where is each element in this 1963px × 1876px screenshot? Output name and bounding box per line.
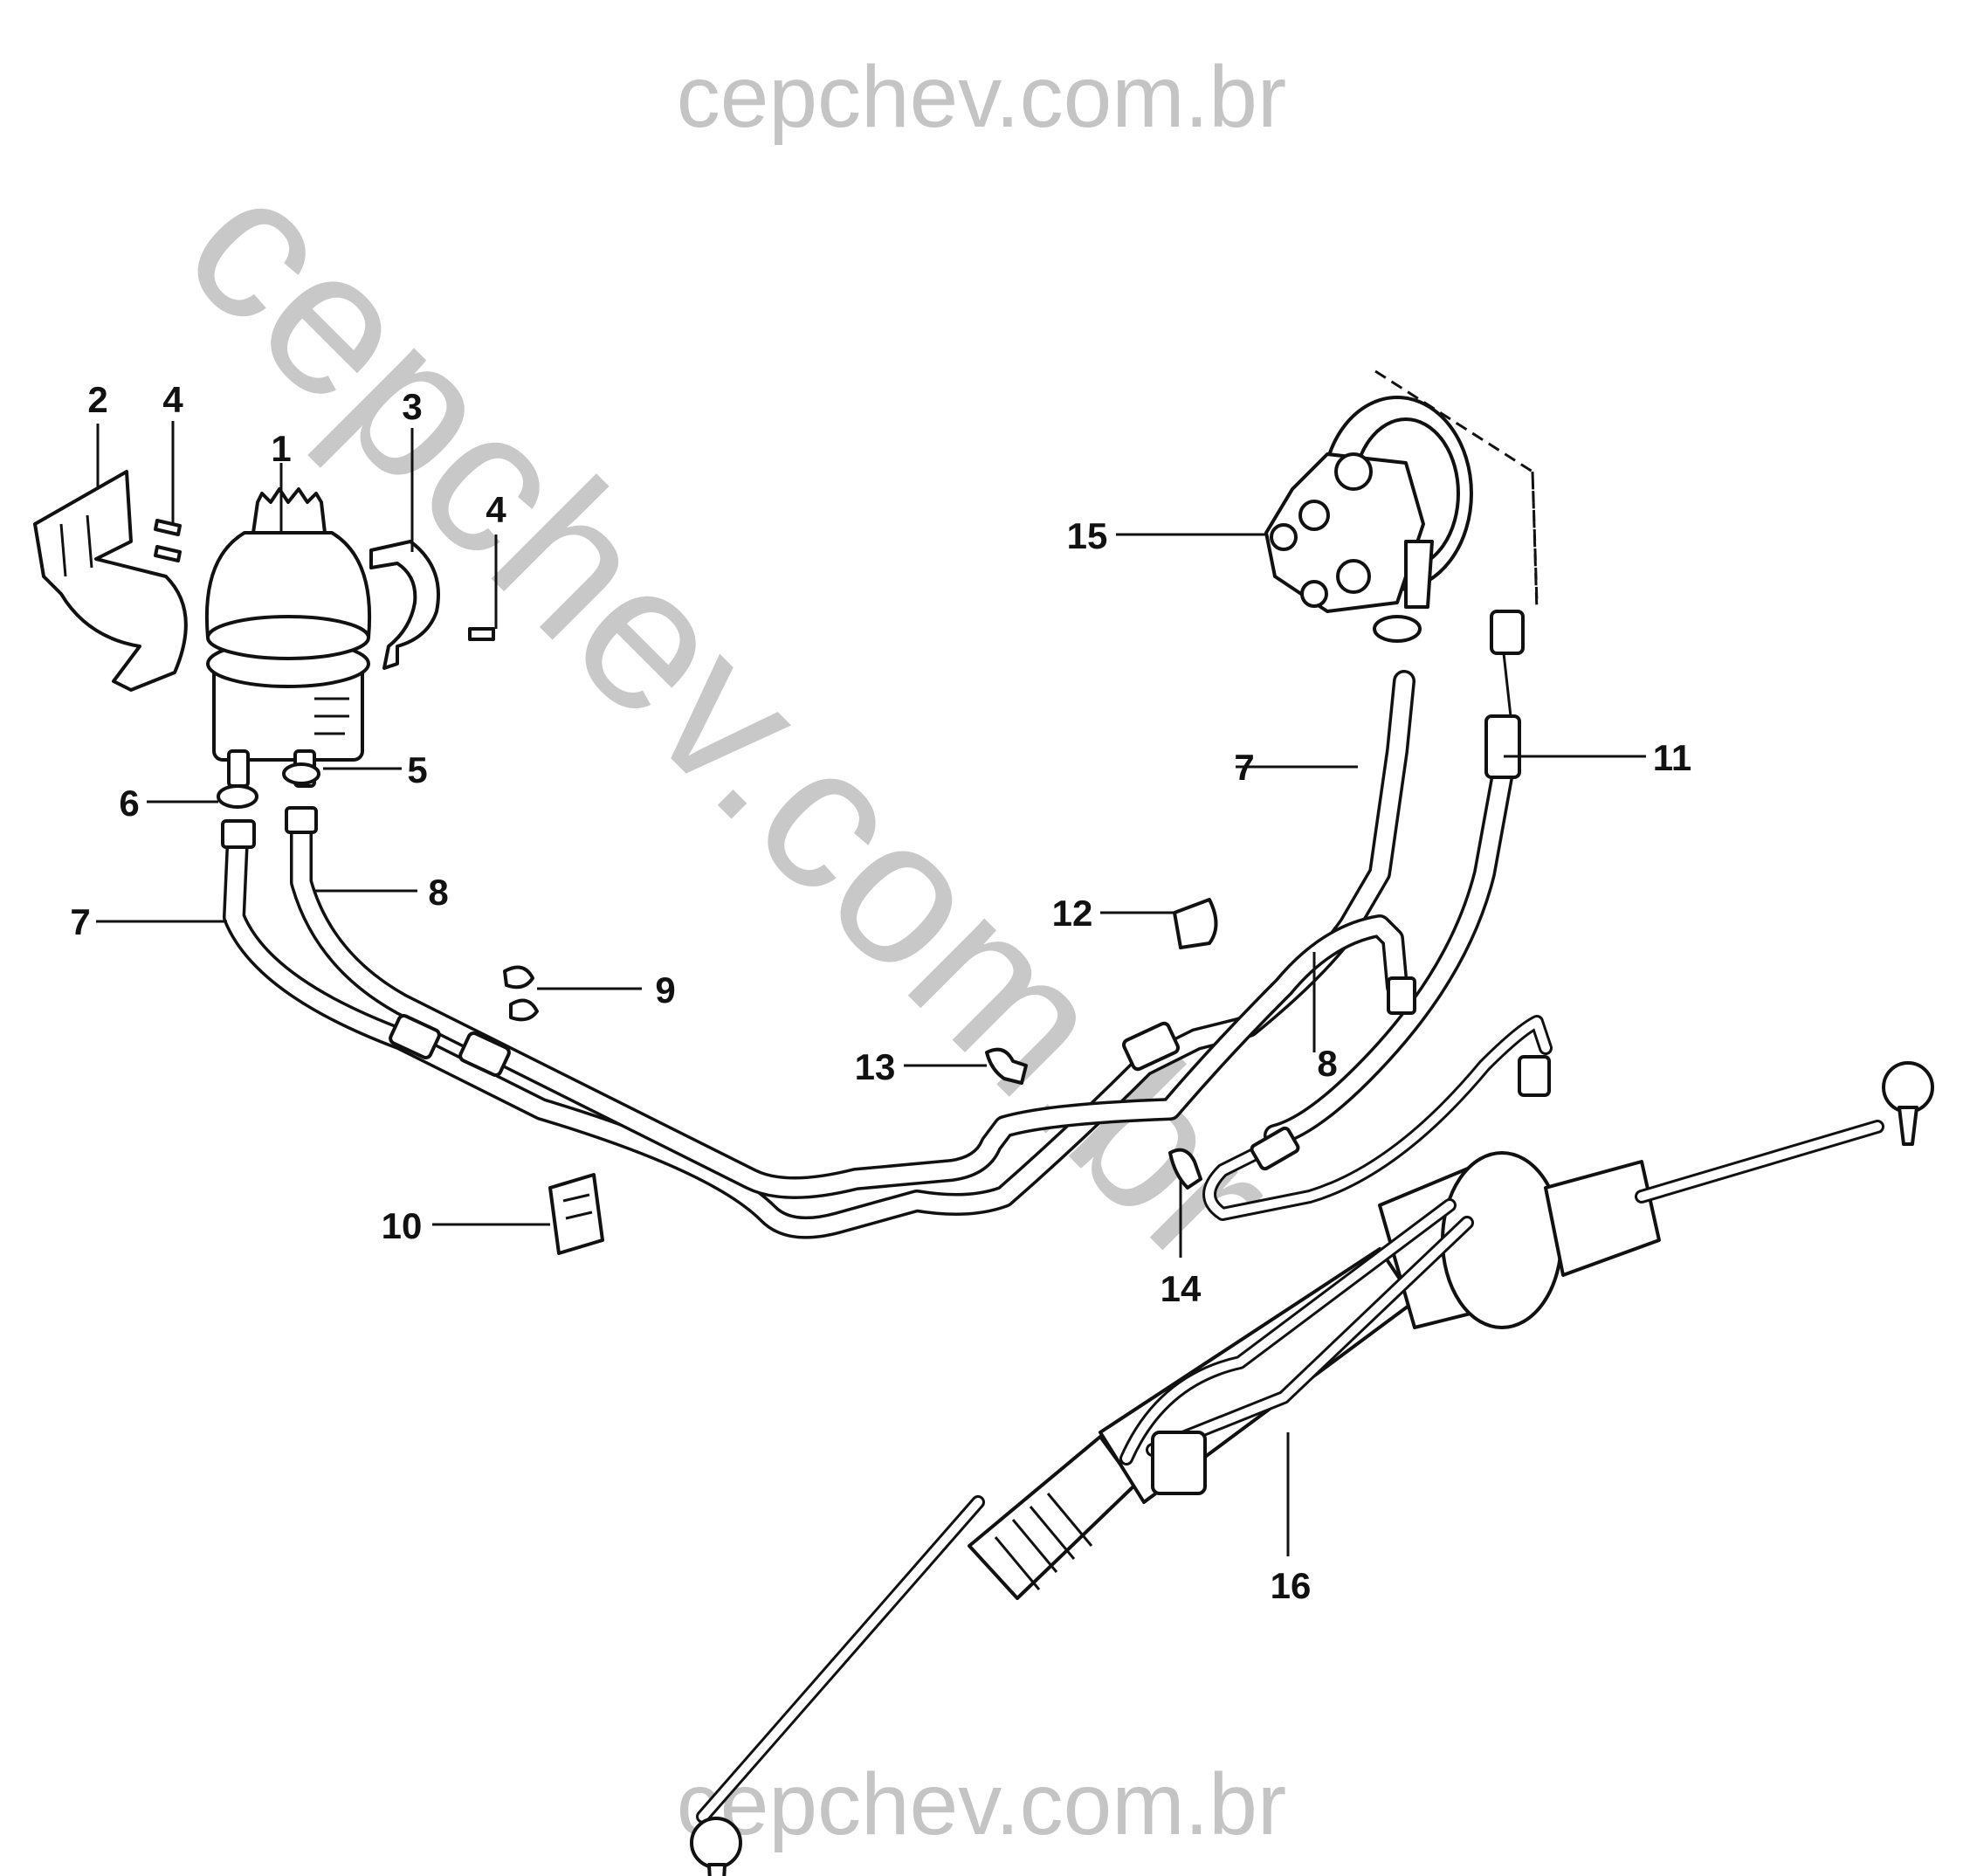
reservoir-bracket xyxy=(33,470,188,692)
watermark-bottom: cepchev.com.br xyxy=(677,1755,1286,1853)
callout-1: 1 xyxy=(271,428,291,469)
callout-8-right: 8 xyxy=(1317,1043,1337,1084)
callout-9: 9 xyxy=(655,969,675,1010)
callout-16: 16 xyxy=(1271,1565,1312,1606)
callout-12: 12 xyxy=(1052,893,1093,934)
steering-rack xyxy=(690,1061,1934,1876)
reservoir xyxy=(204,487,372,788)
hose-clamps xyxy=(217,762,320,809)
callout-2: 2 xyxy=(87,379,107,420)
callout-8-left: 8 xyxy=(428,872,448,913)
callout-6: 6 xyxy=(119,783,139,824)
callout-4-top: 4 xyxy=(162,379,183,420)
callout-3: 3 xyxy=(402,386,422,427)
callout-7-right: 7 xyxy=(1234,747,1254,788)
leader-lines xyxy=(96,421,1646,1556)
callouts: 2 4 1 3 4 5 6 7 8 9 7 8 11 12 13 14 10 1… xyxy=(70,379,1691,1606)
reservoir-hoses xyxy=(221,670,1415,1239)
callout-11: 11 xyxy=(1653,737,1691,778)
watermark-top: cepchev.com.br xyxy=(677,48,1286,146)
clips xyxy=(503,898,1218,1255)
callout-10: 10 xyxy=(382,1205,423,1246)
power-steering-pump xyxy=(1264,369,1539,643)
callout-4-right: 4 xyxy=(486,489,506,530)
callout-15: 15 xyxy=(1067,515,1108,556)
reservoir-strap xyxy=(369,540,440,670)
bolts xyxy=(154,519,495,641)
callout-5: 5 xyxy=(407,749,427,790)
callout-13: 13 xyxy=(855,1046,896,1087)
callout-7-left: 7 xyxy=(70,901,90,942)
pressure-line xyxy=(1202,610,1553,1221)
callout-14: 14 xyxy=(1161,1268,1202,1309)
